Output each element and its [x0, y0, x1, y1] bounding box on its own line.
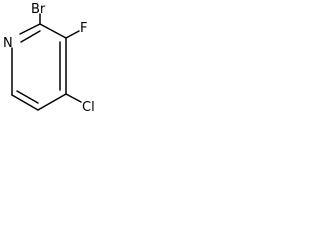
atom-label-fluorine: F: [80, 21, 87, 36]
atom-label-nitrogen: N: [3, 36, 13, 51]
pyridine-structure-diagram: N Br F Cl: [3, 2, 95, 115]
atom-label-chlorine: Cl: [82, 100, 95, 115]
atom-label-bromine: Br: [31, 2, 46, 17]
bond-n-c2: [19, 23, 41, 35]
bond-c4-c5: [37, 93, 67, 111]
bond-c5-c6: [11, 94, 39, 111]
bond-c5-c6-inner: [16, 90, 39, 104]
bond-c3-f: [65, 30, 80, 39]
bond-c4-cl: [65, 93, 82, 103]
bond-n-c2-inner: [20, 30, 41, 43]
bond-c2-c3: [39, 23, 67, 39]
